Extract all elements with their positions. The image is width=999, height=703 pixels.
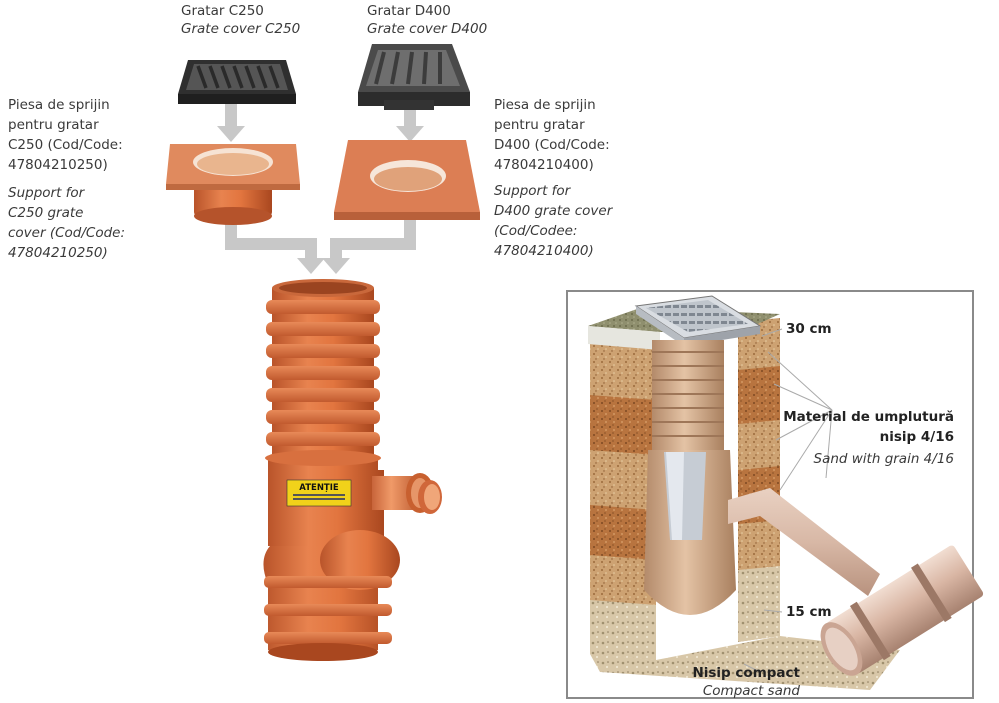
label-grate-c250-en: Grate cover C250: [181, 21, 301, 37]
support-c250: [166, 144, 300, 225]
label-depth-bottom: 15 cm: [786, 604, 832, 620]
grate-c250: [178, 60, 296, 104]
label-grate-d400: Gratar D400: [367, 3, 451, 19]
grate-d400: [358, 44, 470, 110]
label-compact-sand-en: Compact sand: [702, 683, 800, 699]
warning-sign-title: ATENȚIE: [299, 483, 339, 493]
inspection-chamber: ATENȚIE: [263, 279, 442, 661]
leader-lines: [743, 328, 833, 673]
label-depth-top: 30 cm: [786, 321, 832, 337]
label-fill-material-en: Sand with grain 4/16: [813, 451, 955, 467]
label-fill-material: Material de umplutură: [783, 409, 954, 425]
label-compact-sand: Nisip compact: [692, 665, 800, 681]
installation-section-inset: [566, 290, 984, 699]
support-d400: [334, 140, 480, 220]
label-fill-material-grain: nisip 4/16: [879, 429, 954, 445]
label-grate-c250: Gratar C250: [181, 3, 264, 19]
label-grate-d400-en: Grate cover D400: [367, 21, 488, 37]
flow-arrows: [217, 104, 424, 274]
